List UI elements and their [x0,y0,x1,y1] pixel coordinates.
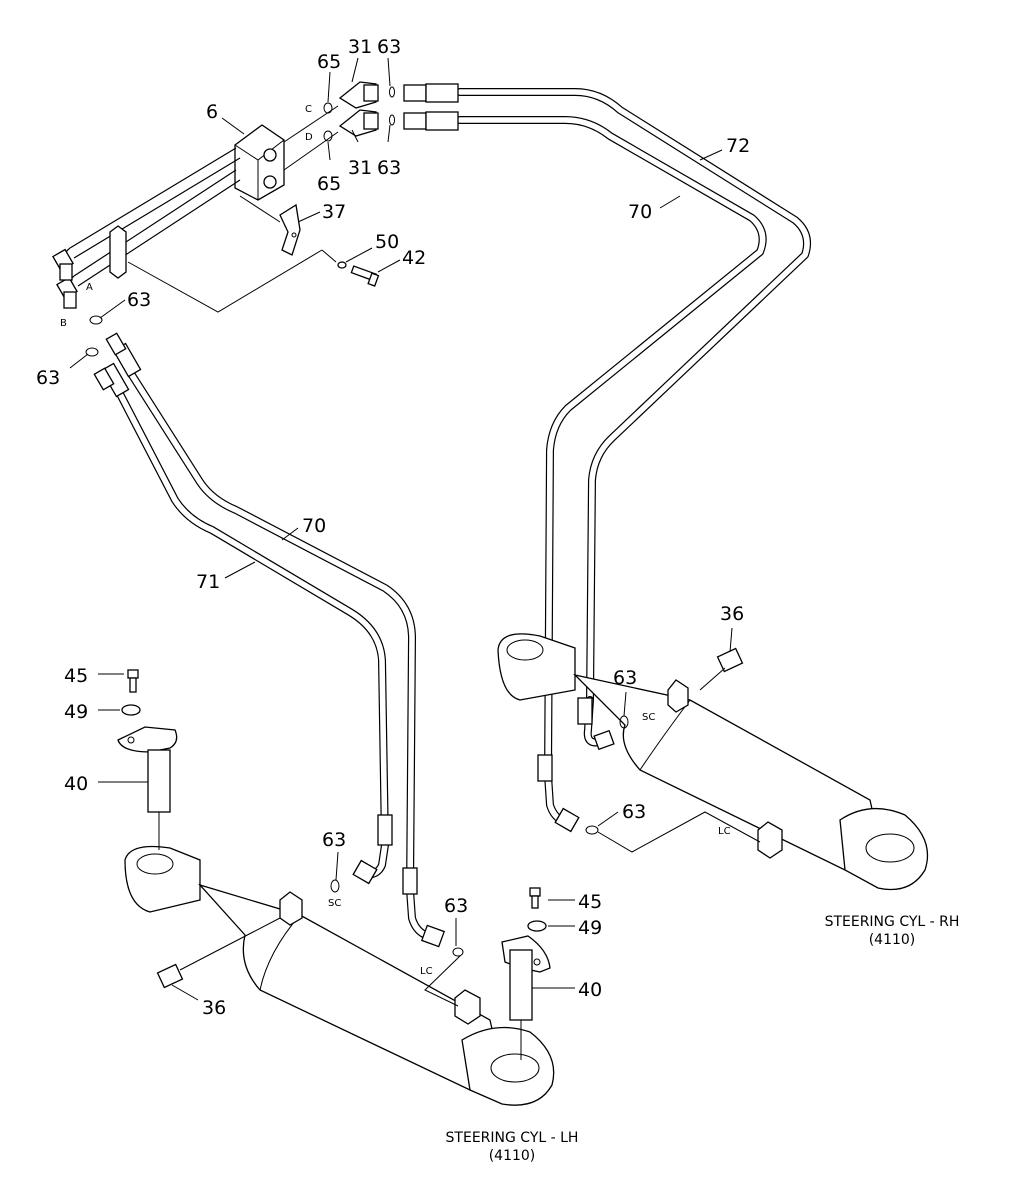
elbow-fitting-31-lower [338,109,379,137]
plug-36-lh [156,963,184,989]
o-ring-lc-lh [452,947,464,957]
o-ring-lc-rh [585,825,599,835]
callout-45-lh: 45 [64,665,88,687]
o-rings-top [323,86,395,142]
hose-end-72 [577,696,615,751]
callout-40-lh: 40 [64,773,88,795]
callout-63-lc-lh: 63 [444,895,468,917]
port-letter-d: D [305,132,313,143]
callout-63-left-lower: 63 [36,367,60,389]
callout-40-rh: 40 [578,979,602,1001]
hose-end-71 [352,814,393,885]
callout-70-left: 70 [302,515,326,537]
label-lc-lh: LC [420,966,433,977]
callout-63-sc-rh: 63 [613,667,637,689]
callout-42: 42 [402,247,426,269]
steering-cylinder-lh [124,845,555,1106]
callout-70-right: 70 [628,201,652,223]
bolt-42 [350,265,380,287]
pin-assembly-lh [117,669,178,850]
leader-lc-lh [424,955,461,1007]
elbow-fitting-31-upper [338,81,379,109]
bracket-outline [127,195,337,313]
port-letter-c: C [305,104,312,115]
port-letter-a: A [86,282,93,293]
callout-6: 6 [206,101,218,123]
steering-cylinder-rh [497,633,929,891]
callout-71: 71 [196,571,220,593]
caption-rh-code: (4110) [869,932,916,948]
callout-49-lh: 49 [64,701,88,723]
callout-leaders [69,57,733,1001]
caption-rh-title: STEERING CYL - RH [825,914,960,930]
callout-63-lc-rh: 63 [622,801,646,823]
caption-lh-code: (4110) [489,1148,536,1164]
leader-lc-rh [597,811,761,853]
washer-50 [337,261,347,269]
callout-63-lower: 63 [377,157,401,179]
hose-70-left [126,368,416,894]
callout-65-upper: 65 [317,51,341,73]
leader-36-rh [699,667,726,691]
tube-clamp [109,225,127,279]
label-lc-rh: LC [718,826,731,837]
label-sc-lh: SC [328,898,341,909]
pin-assembly-rh [501,887,551,1060]
callout-63-upper: 63 [377,36,401,58]
callout-36-rh: 36 [720,603,744,625]
hose-end-70-left [402,867,446,948]
valve-block [234,124,285,201]
hose-left-fittings [93,332,142,398]
callout-65-lower: 65 [317,173,341,195]
hose-71 [114,386,389,849]
port-letter-b: B [60,318,67,329]
callout-72: 72 [726,135,750,157]
hose-72 [456,88,811,704]
callout-45-rh: 45 [578,891,602,913]
steering-tubes [52,147,241,309]
callout-31-upper: 31 [348,36,372,58]
elbow-tubes [283,105,339,171]
o-ring-sc-lh [330,879,340,893]
caption-lh-title: STEERING CYL - LH [446,1130,579,1146]
leader-36-lh [179,917,281,971]
plug-36-rh [716,647,744,673]
callout-37: 37 [322,201,346,223]
label-sc-rh: SC [642,712,655,723]
hose-top-fittings [403,83,459,131]
hose-end-70-right [537,754,580,833]
callout-36-lh: 36 [202,997,226,1019]
callout-31-lower: 31 [348,157,372,179]
bracket-37 [279,203,301,256]
callout-63-sc-lh: 63 [322,829,346,851]
callout-49-rh: 49 [578,917,602,939]
callout-63-left-upper: 63 [127,289,151,311]
o-rings-left [85,315,103,357]
callout-50: 50 [375,231,399,253]
hose-70-right [456,116,767,779]
